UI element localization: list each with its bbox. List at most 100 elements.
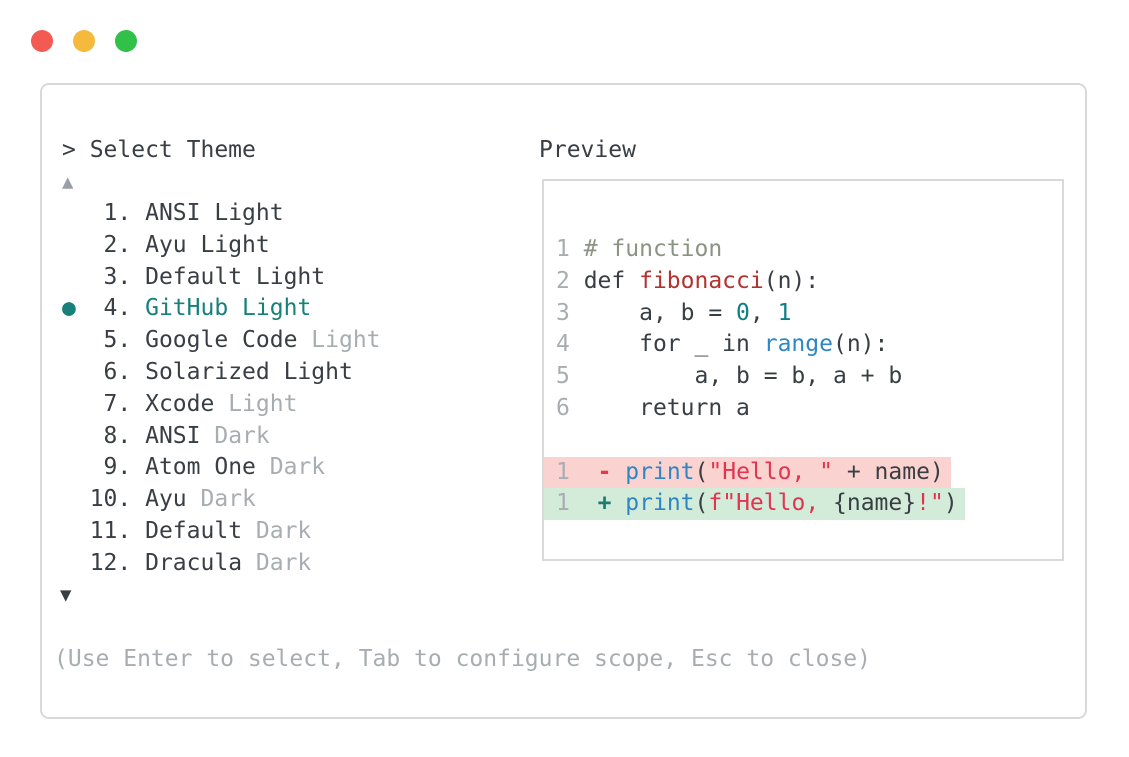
theme-option-xcode-light[interactable]: 7. Xcode Light [62,389,381,421]
theme-option-google-code-light[interactable]: 5. Google Code Light [62,325,381,357]
code-token-text [584,490,598,516]
theme-option-number: 12. [75,549,146,576]
theme-list: 1. ANSI Light 2. Ayu Light 3. Default Li… [62,198,381,580]
bullet-placeholder [62,200,76,226]
theme-option-variant: Dark [255,454,326,481]
code-token-text [611,459,625,485]
code-token-text: + name) [833,458,944,485]
theme-option-atom-one-dark[interactable]: 9. Atom One Dark [62,452,381,484]
theme-option-ayu-light[interactable]: 2. Ayu Light [62,230,381,262]
code-blank-line [544,425,1062,457]
line-number: 1 [556,458,584,485]
theme-option-variant: Light [186,231,270,258]
theme-option-ayu-dark[interactable]: 10. Ayu Dark [62,484,381,516]
theme-option-number: 4. [75,295,146,322]
code-token-function: fibonacci [639,267,764,294]
theme-option-number: 7. [75,390,146,417]
code-line-code: 4 for _ in range(n): [544,329,1062,361]
code-token-string: !" [916,490,944,517]
code-token-number: 0 [736,299,750,326]
code-token-text: a, b = [583,299,737,326]
code-line-added: 1 + print(f"Hello, {name}!") [544,488,965,521]
theme-option-ansi-dark[interactable]: 8. ANSI Dark [62,421,381,453]
code-line-removed: 1 - print("Hello, " + name) [544,456,951,489]
bullet-placeholder [62,423,76,449]
code-line-code: 1 # function [544,234,1062,266]
code-token-text: return a [583,394,750,421]
line-number: 2 [556,267,584,294]
code-token-text: def [583,267,640,294]
zoom-button[interactable] [115,30,137,52]
footer-hint: (Use Enter to select, Tab to configure s… [54,646,871,672]
code-token-text [611,490,625,516]
code-token-text: (n): [832,331,889,358]
theme-option-name: Solarized [145,358,270,385]
code-token-number: 1 [777,299,792,326]
line-number: 1 [556,490,584,517]
window-controls [31,30,137,52]
code-token-string: "Hello, " [708,458,834,485]
code-token-text: ( [694,490,709,517]
theme-option-name: Xcode [145,390,215,417]
theme-option-name: Dracula [145,549,243,576]
line-number: 4 [556,331,584,358]
theme-option-variant: Light [242,263,326,290]
theme-option-default-dark[interactable]: 11. Default Dark [62,516,381,548]
code-token-builtin: range [763,331,833,358]
theme-option-number: 6. [75,358,146,385]
theme-option-number: 1. [75,200,146,226]
line-number: 6 [556,394,584,421]
scroll-up-indicator[interactable]: ▲ [62,171,74,193]
bullet-placeholder [62,391,76,417]
theme-option-name: Ayu [145,231,187,258]
theme-option-variant: Light [214,390,298,417]
code-line-code: 3 a, b = 0, 1 [544,298,1062,330]
theme-option-number: 5. [75,327,146,354]
bullet-placeholder [62,359,76,385]
code-line-code: 2 def fibonacci(n): [544,266,1062,298]
theme-option-variant: Dark [242,549,312,576]
theme-option-variant: Light [297,327,381,354]
code-token-text: {name} [833,490,917,517]
theme-option-github-light[interactable]: ● 4. GitHub Light [62,293,381,325]
theme-option-variant: Light [269,358,353,385]
theme-picker-panel: > Select Theme ▲ 1. ANSI Light 2. Ayu Li… [40,83,1087,719]
theme-option-solarized-light[interactable]: 6. Solarized Light [62,357,381,389]
bullet-placeholder [62,264,76,290]
line-number: 5 [556,363,584,390]
line-number: 3 [556,299,584,326]
theme-option-variant: Light [200,200,284,226]
theme-option-name: GitHub [145,295,229,322]
theme-option-variant: Dark [200,422,270,449]
scroll-down-indicator[interactable]: ▼ [60,584,72,606]
theme-option-number: 9. [75,454,146,481]
code-line-code: 6 return a [544,393,1062,425]
code-token-text: , [749,299,778,326]
bullet-placeholder [62,232,76,258]
code-token-text [584,459,598,485]
selected-bullet-icon: ● [62,295,76,322]
theme-option-variant: Dark [186,486,256,513]
close-button[interactable] [31,30,53,52]
code-token-diff-plus: + [597,490,612,517]
theme-option-variant: Light [228,295,312,322]
theme-option-number: 10. [75,486,146,513]
theme-option-variant: Dark [242,517,312,544]
minimize-button[interactable] [73,30,95,52]
code-token-diff-minus: - [597,458,612,485]
theme-option-default-light[interactable]: 3. Default Light [62,262,381,294]
code-token-text: for _ in [583,331,764,358]
theme-option-name: Default [145,517,243,544]
theme-option-name: Default [145,263,243,290]
theme-option-dracula-dark[interactable]: 12. Dracula Dark [62,548,381,580]
code-token-string: f"Hello, [708,490,834,517]
code-line-code: 5 a, b = b, a + b [544,361,1062,393]
code-token-text: ( [694,458,709,485]
theme-option-number: 11. [75,517,146,544]
code-token-text: ) [943,490,958,517]
code-token-text: a, b = b, a + b [583,363,903,390]
theme-option-ansi-light[interactable]: 1. ANSI Light [62,198,381,230]
code-token-builtin: print [625,458,695,485]
theme-option-name: ANSI [145,200,201,226]
